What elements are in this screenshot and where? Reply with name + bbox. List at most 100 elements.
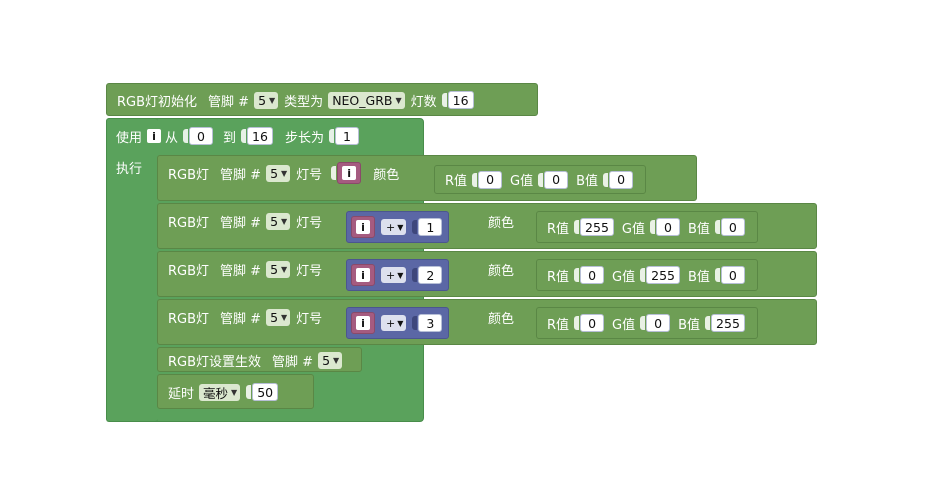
do-label: 执行 <box>116 161 143 177</box>
rgb-set-block-4[interactable]: RGB灯 管脚 # 5▼ 灯号 i +▼ 3 颜色 R值 0 G值 0 B值 2… <box>157 299 817 345</box>
input-connector <box>705 316 711 330</box>
pin-label: 管脚 # <box>220 263 262 279</box>
delay-label: 延时 <box>168 386 195 402</box>
color-label: 颜色 <box>488 263 515 279</box>
variable-block[interactable]: i <box>351 312 375 334</box>
input-connector <box>412 220 418 234</box>
input-connector <box>538 172 544 187</box>
variable-dropdown[interactable]: i <box>356 220 370 234</box>
chevron-down-icon: ▼ <box>397 222 404 232</box>
b-input[interactable]: 0 <box>609 170 634 189</box>
variable-dropdown[interactable]: i <box>356 268 370 282</box>
g-label: G值 <box>612 317 636 333</box>
rgb-set-block-1[interactable]: RGB灯 管脚 # 5▼ 灯号 i 颜色 R值 0 G值 0 B值 0 <box>157 155 697 201</box>
pin-dropdown[interactable]: 5▼ <box>318 351 343 369</box>
operator-dropdown[interactable]: +▼ <box>381 267 407 283</box>
step-input[interactable]: 1 <box>334 127 359 145</box>
chevron-down-icon: ▼ <box>397 318 404 328</box>
r-label: R值 <box>547 221 570 237</box>
variable-block[interactable]: i <box>351 264 375 286</box>
loop-variable-dropdown[interactable]: i <box>147 129 162 143</box>
pin-dropdown[interactable]: 5▼ <box>266 260 291 278</box>
chevron-down-icon: ▼ <box>231 387 238 397</box>
input-connector <box>412 316 418 330</box>
rgb-set-label: RGB灯 <box>168 263 210 279</box>
input-connector <box>714 268 720 282</box>
input-connector <box>640 316 646 330</box>
count-input[interactable]: 16 <box>447 91 474 109</box>
g-input[interactable]: 0 <box>544 170 569 189</box>
b-input[interactable]: 0 <box>720 218 745 236</box>
r-input[interactable]: 255 <box>580 218 614 236</box>
chevron-down-icon: ▼ <box>397 270 404 280</box>
pin-dropdown[interactable]: 5▼ <box>266 308 291 326</box>
variable-block[interactable]: i <box>351 216 375 238</box>
variable-dropdown[interactable]: i <box>342 166 357 180</box>
chevron-down-icon: ▼ <box>281 168 288 178</box>
step-label: 步长为 <box>284 130 324 146</box>
rgb-set-block-3[interactable]: RGB灯 管脚 # 5▼ 灯号 i +▼ 2 颜色 R值 0 G值 255 B值… <box>157 251 817 297</box>
r-input[interactable]: 0 <box>580 266 605 284</box>
type-label: 类型为 <box>284 94 324 110</box>
operand-input[interactable]: 1 <box>418 218 443 236</box>
chevron-down-icon: ▼ <box>269 95 276 105</box>
b-label: B值 <box>576 174 599 189</box>
r-label: R值 <box>445 174 468 189</box>
chevron-down-icon: ▼ <box>281 312 288 322</box>
variable-block[interactable]: i <box>337 162 362 184</box>
math-operation-block[interactable]: i +▼ 3 <box>346 307 450 339</box>
r-input[interactable]: 0 <box>580 314 605 332</box>
type-dropdown[interactable]: NEO_GRB▼ <box>328 91 405 109</box>
chevron-down-icon: ▼ <box>281 264 288 274</box>
g-input[interactable]: 255 <box>646 266 680 284</box>
operator-dropdown[interactable]: +▼ <box>381 315 407 331</box>
operand-input[interactable]: 2 <box>418 266 443 284</box>
input-connector <box>246 385 252 399</box>
r-input[interactable]: 0 <box>478 170 503 189</box>
r-label: R值 <box>547 317 570 333</box>
index-label: 灯号 <box>296 311 323 327</box>
delay-input[interactable]: 50 <box>252 383 279 401</box>
b-input[interactable]: 255 <box>711 314 745 332</box>
chevron-down-icon: ▼ <box>281 216 288 226</box>
input-connector <box>649 220 655 234</box>
delay-unit-dropdown[interactable]: 毫秒▼ <box>199 383 241 401</box>
pin-label: 管脚 # <box>220 167 262 183</box>
rgb-apply-block[interactable]: RGB灯设置生效 管脚 # 5▼ <box>157 347 362 372</box>
to-input[interactable]: 16 <box>247 127 273 145</box>
pin-dropdown[interactable]: 5▼ <box>266 212 291 230</box>
from-input[interactable]: 0 <box>189 127 214 145</box>
g-input[interactable]: 0 <box>655 218 680 236</box>
pin-dropdown[interactable]: 5▼ <box>254 91 279 109</box>
rgb-set-label: RGB灯 <box>168 215 210 231</box>
b-label: B值 <box>678 317 701 333</box>
from-label: 从 <box>165 130 179 146</box>
color-label: 颜色 <box>373 167 400 183</box>
rgb-apply-label: RGB灯设置生效 <box>168 354 262 370</box>
color-label: 颜色 <box>488 215 515 231</box>
rgb-color-block[interactable]: R值 0 G值 0 B值 255 <box>536 307 758 339</box>
input-connector <box>412 268 418 282</box>
rgb-color-block[interactable]: R值 255 G值 0 B值 0 <box>536 211 758 243</box>
math-operation-block[interactable]: i +▼ 2 <box>346 259 450 291</box>
operator-dropdown[interactable]: +▼ <box>381 219 407 235</box>
g-label: G值 <box>612 269 636 285</box>
input-connector <box>574 316 580 330</box>
chevron-down-icon: ▼ <box>333 355 340 365</box>
use-label: 使用 <box>116 130 143 146</box>
rgb-color-block[interactable]: R值 0 G值 255 B值 0 <box>536 259 758 291</box>
rgb-set-label: RGB灯 <box>168 167 210 183</box>
operand-input[interactable]: 3 <box>418 314 443 332</box>
rgb-set-label: RGB灯 <box>168 311 210 327</box>
b-input[interactable]: 0 <box>720 266 745 284</box>
g-input[interactable]: 0 <box>646 314 671 332</box>
rgb-init-block[interactable]: RGB灯初始化 管脚 # 5▼ 类型为 NEO_GRB▼ 灯数 16 <box>106 83 538 116</box>
math-operation-block[interactable]: i +▼ 1 <box>346 211 450 243</box>
delay-block[interactable]: 延时 毫秒▼ 50 <box>157 374 314 409</box>
input-connector <box>574 220 580 234</box>
rgb-color-block[interactable]: R值 0 G值 0 B值 0 <box>434 165 647 194</box>
pin-dropdown[interactable]: 5▼ <box>266 164 291 182</box>
pin-label: 管脚 # <box>208 94 250 110</box>
variable-dropdown[interactable]: i <box>356 316 370 330</box>
rgb-set-block-2[interactable]: RGB灯 管脚 # 5▼ 灯号 i +▼ 1 颜色 R值 255 G值 0 B值… <box>157 203 817 249</box>
